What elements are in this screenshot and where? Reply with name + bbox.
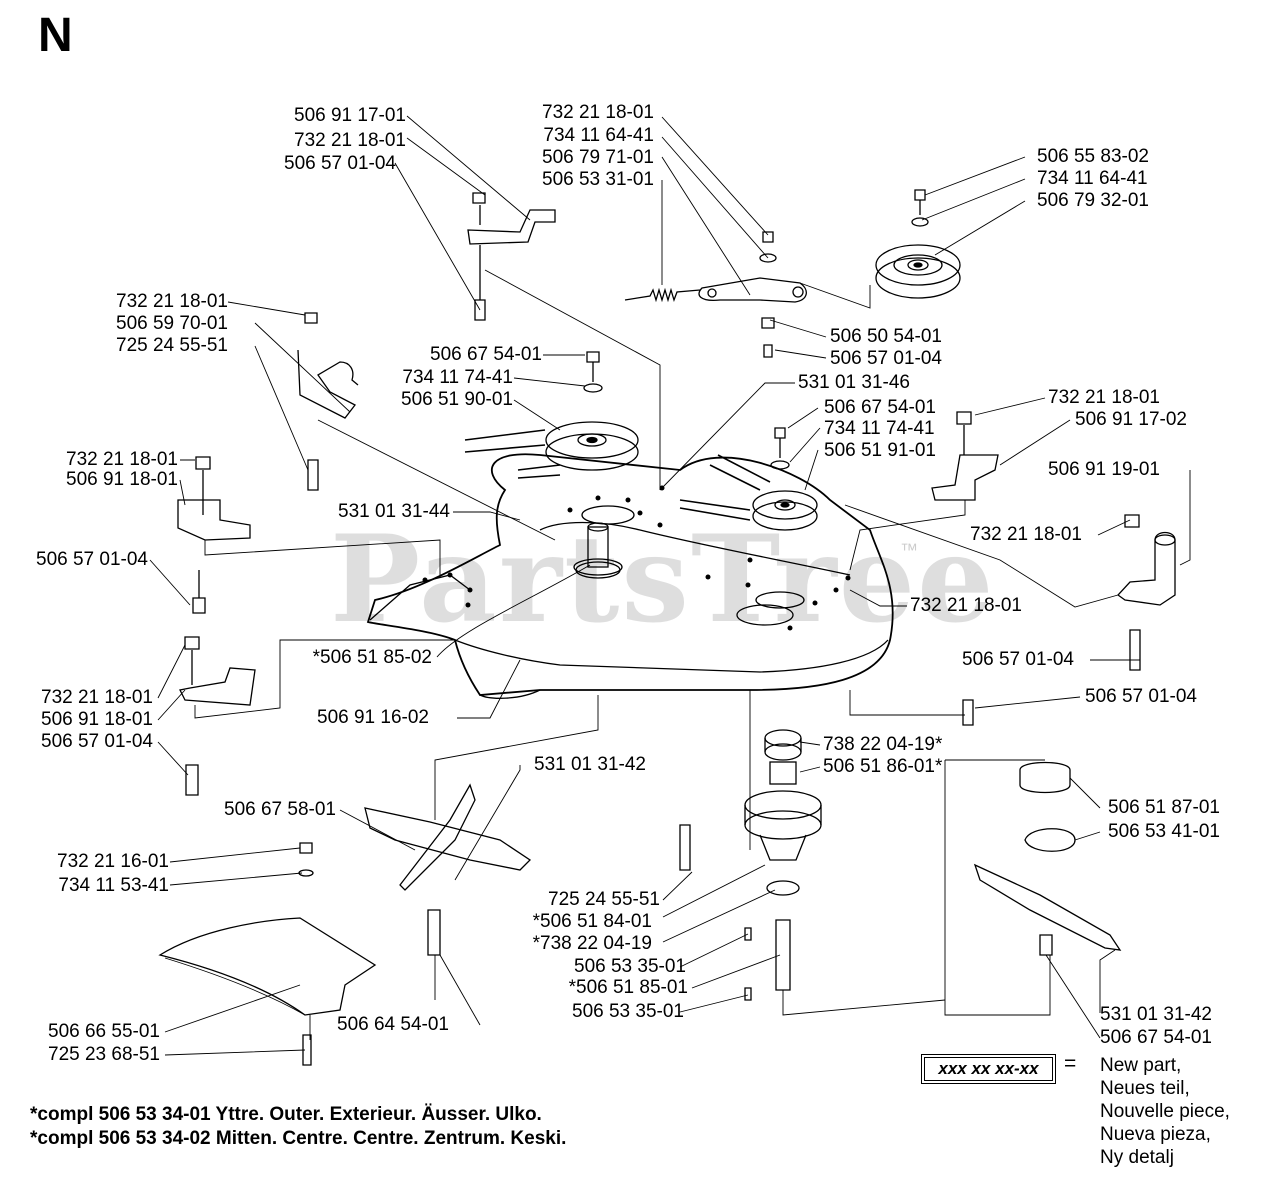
part-label[interactable]: 506 53 35-01: [574, 956, 686, 977]
part-label[interactable]: 732 21 18-01: [66, 449, 178, 470]
bracket-mid-left: [177, 499, 251, 541]
part-label[interactable]: 734 11 64-41: [543, 125, 654, 146]
spindle-stack: [744, 729, 822, 991]
part-label[interactable]: 506 53 41-01: [1108, 821, 1220, 842]
pulley-top-right: [875, 244, 961, 299]
belt-left: [464, 429, 561, 479]
watermark-text: PartsTree: [330, 509, 996, 650]
part-label[interactable]: 531 01 31-46: [798, 372, 910, 393]
part-label[interactable]: 506 91 17-02: [1075, 409, 1187, 430]
bracket-hook: [297, 349, 359, 419]
part-label[interactable]: 732 21 18-01: [542, 102, 654, 123]
part-label[interactable]: 725 23 68-51: [48, 1044, 160, 1065]
part-label[interactable]: 531 01 31-42: [534, 754, 646, 775]
part-label[interactable]: 506 91 19-01: [1048, 459, 1160, 480]
deck-housing: [366, 453, 894, 696]
legend-line: Nueva pieza,: [1100, 1124, 1211, 1145]
blade-left: [364, 807, 532, 871]
part-label[interactable]: 506 50 54-01: [830, 326, 942, 347]
part-label[interactable]: 506 57 01-04: [41, 731, 153, 752]
legend-line: New part,: [1100, 1055, 1182, 1076]
legend-line: Neues teil,: [1100, 1078, 1190, 1099]
part-label[interactable]: *506 51 85-02: [312, 647, 432, 668]
part-label[interactable]: 506 53 35-01: [572, 1001, 684, 1022]
legend-line: Nouvelle piece,: [1100, 1101, 1230, 1122]
part-label[interactable]: 506 67 54-01: [824, 397, 936, 418]
legend-equals: =: [1064, 1052, 1077, 1075]
part-label[interactable]: 732 21 16-01: [57, 851, 169, 872]
part-label[interactable]: *506 51 85-01: [568, 977, 688, 998]
part-label[interactable]: 531 01 31-44: [338, 501, 450, 522]
part-label[interactable]: 734 11 53-41: [58, 875, 169, 896]
part-label[interactable]: 732 21 18-01: [294, 130, 406, 151]
part-label[interactable]: 506 91 17-01: [294, 105, 406, 126]
pulley-right: [752, 490, 818, 531]
legend-placeholder: xxx xx xx-xx: [938, 1059, 1039, 1078]
new-part-legend-box: xxx xx xx-xx: [921, 1054, 1056, 1084]
part-label[interactable]: *506 51 84-01: [532, 911, 652, 932]
part-label[interactable]: 506 79 71-01: [542, 147, 654, 168]
part-label[interactable]: 506 67 58-01: [224, 799, 336, 820]
part-label[interactable]: 506 55 83-02: [1037, 146, 1149, 167]
part-label[interactable]: 506 91 18-01: [41, 709, 153, 730]
blade-right: [973, 863, 1122, 951]
part-label[interactable]: 725 24 55-51: [116, 335, 228, 356]
bracket-lower-left: [179, 667, 256, 706]
blade-left-fin: [399, 783, 476, 891]
legend-line: Ny detalj: [1100, 1147, 1174, 1168]
watermark-trademark: ™: [900, 540, 918, 560]
part-label[interactable]: 732 21 18-01: [41, 687, 153, 708]
part-label[interactable]: 506 53 31-01: [542, 169, 654, 190]
part-label[interactable]: 506 64 54-01: [337, 1014, 449, 1035]
part-label[interactable]: 732 21 18-01: [910, 595, 1022, 616]
footnote-outer: *compl 506 53 34-01 Yttre. Outer. Exteri…: [30, 1104, 542, 1125]
bracket-right-upper: [931, 454, 999, 501]
part-label[interactable]: 506 67 54-01: [430, 344, 542, 365]
part-label[interactable]: 734 11 74-41: [824, 418, 935, 439]
section-letter: N: [38, 9, 73, 62]
part-label[interactable]: 506 51 87-01: [1108, 797, 1220, 818]
part-label[interactable]: *738 22 04-19: [532, 933, 652, 954]
part-label[interactable]: 506 51 91-01: [824, 440, 936, 461]
part-label[interactable]: 738 22 04-19*: [823, 734, 943, 755]
part-label[interactable]: 506 57 01-04: [830, 348, 942, 369]
part-label[interactable]: 506 51 90-01: [401, 389, 513, 410]
tensioner-arm: [698, 277, 807, 303]
part-label[interactable]: 506 57 01-04: [36, 549, 148, 570]
part-label[interactable]: 734 11 74-41: [402, 367, 513, 388]
part-label[interactable]: 506 79 32-01: [1037, 190, 1149, 211]
part-label[interactable]: 506 57 01-04: [1085, 686, 1197, 707]
deck-holes: [422, 485, 851, 631]
part-label[interactable]: 506 91 18-01: [66, 469, 178, 490]
part-label[interactable]: 506 59 70-01: [116, 313, 228, 334]
part-label[interactable]: 732 21 18-01: [970, 524, 1082, 545]
part-label[interactable]: 531 01 31-42: [1100, 1004, 1212, 1025]
part-label[interactable]: 506 57 01-04: [962, 649, 1074, 670]
part-label[interactable]: 725 24 55-51: [548, 889, 660, 910]
legend-text: New part, Neues teil, Nouvelle piece, Nu…: [1100, 1054, 1230, 1169]
part-label[interactable]: 506 91 16-02: [317, 707, 429, 728]
pulley-left: [545, 421, 639, 471]
bracket-top-left: [467, 209, 556, 245]
tension-spring: [624, 287, 701, 303]
footnote-centre: *compl 506 53 34-02 Mitten. Centre. Cent…: [30, 1128, 567, 1149]
belt-right: [679, 454, 771, 521]
part-label[interactable]: 732 21 18-01: [1048, 387, 1160, 408]
footnotes: *compl 506 53 34-01 Yttre. Outer. Exteri…: [30, 1103, 566, 1151]
part-label[interactable]: 506 51 86-01*: [823, 756, 943, 777]
grass-deflector: [158, 917, 377, 1016]
bracket-right-lower: [1117, 531, 1176, 606]
part-label[interactable]: 506 66 55-01: [48, 1021, 160, 1042]
part-label[interactable]: 506 67 54-01: [1100, 1027, 1212, 1048]
part-label[interactable]: 732 21 18-01: [116, 291, 228, 312]
part-label[interactable]: 734 11 64-41: [1037, 168, 1148, 189]
part-label[interactable]: 506 57 01-04: [284, 153, 396, 174]
